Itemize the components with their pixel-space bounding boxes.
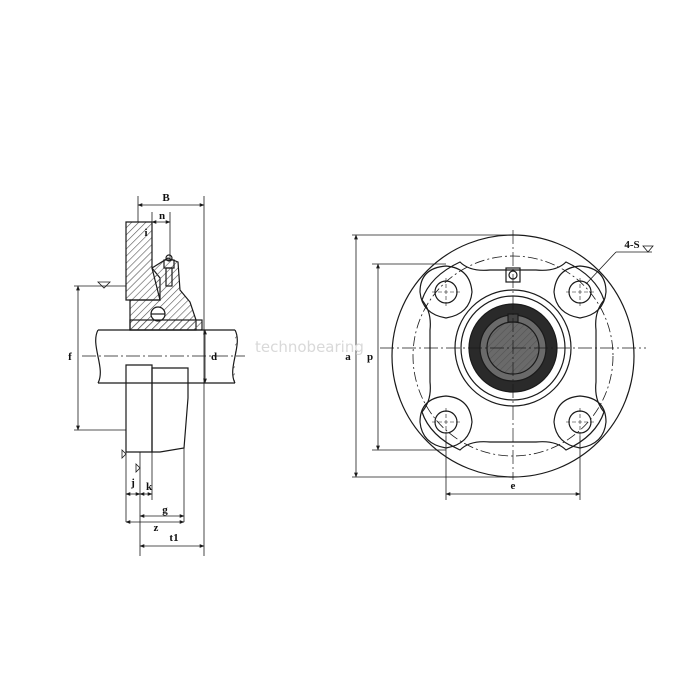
label-e: e [511, 480, 516, 492]
ear-bottom-left [419, 395, 473, 449]
label-p: p [367, 351, 373, 363]
ear-top-right [553, 265, 607, 319]
housing-lower [151, 367, 189, 453]
mark-triangle [97, 281, 111, 289]
label-t1: t1 [169, 532, 178, 544]
shaft [95, 329, 238, 384]
label-z: z [154, 522, 159, 534]
mark-triangle [642, 245, 654, 253]
label-f: f [68, 351, 72, 363]
label-j: j [130, 477, 135, 489]
ear-top-left [419, 265, 473, 319]
flange-lower [125, 364, 153, 453]
label-B: B [162, 192, 170, 204]
mark-triangle [121, 449, 127, 459]
mark-triangle [135, 463, 141, 473]
inner-ring [129, 319, 203, 331]
ear-bottom-right [553, 395, 607, 449]
housing-boss [421, 261, 605, 451]
label-i: i [144, 227, 147, 239]
front-view [352, 230, 654, 500]
flange-outline [125, 221, 161, 301]
label-k: k [146, 481, 153, 493]
grease-nipple [163, 254, 175, 287]
label-g: g [162, 504, 168, 516]
watermark: technobearing [255, 338, 364, 356]
side-view [74, 196, 245, 556]
label-a: a [345, 351, 351, 363]
label-holes: 4-S [624, 239, 639, 251]
leader-4S [585, 251, 617, 285]
label-n: n [159, 210, 165, 222]
label-d: d [211, 351, 217, 363]
